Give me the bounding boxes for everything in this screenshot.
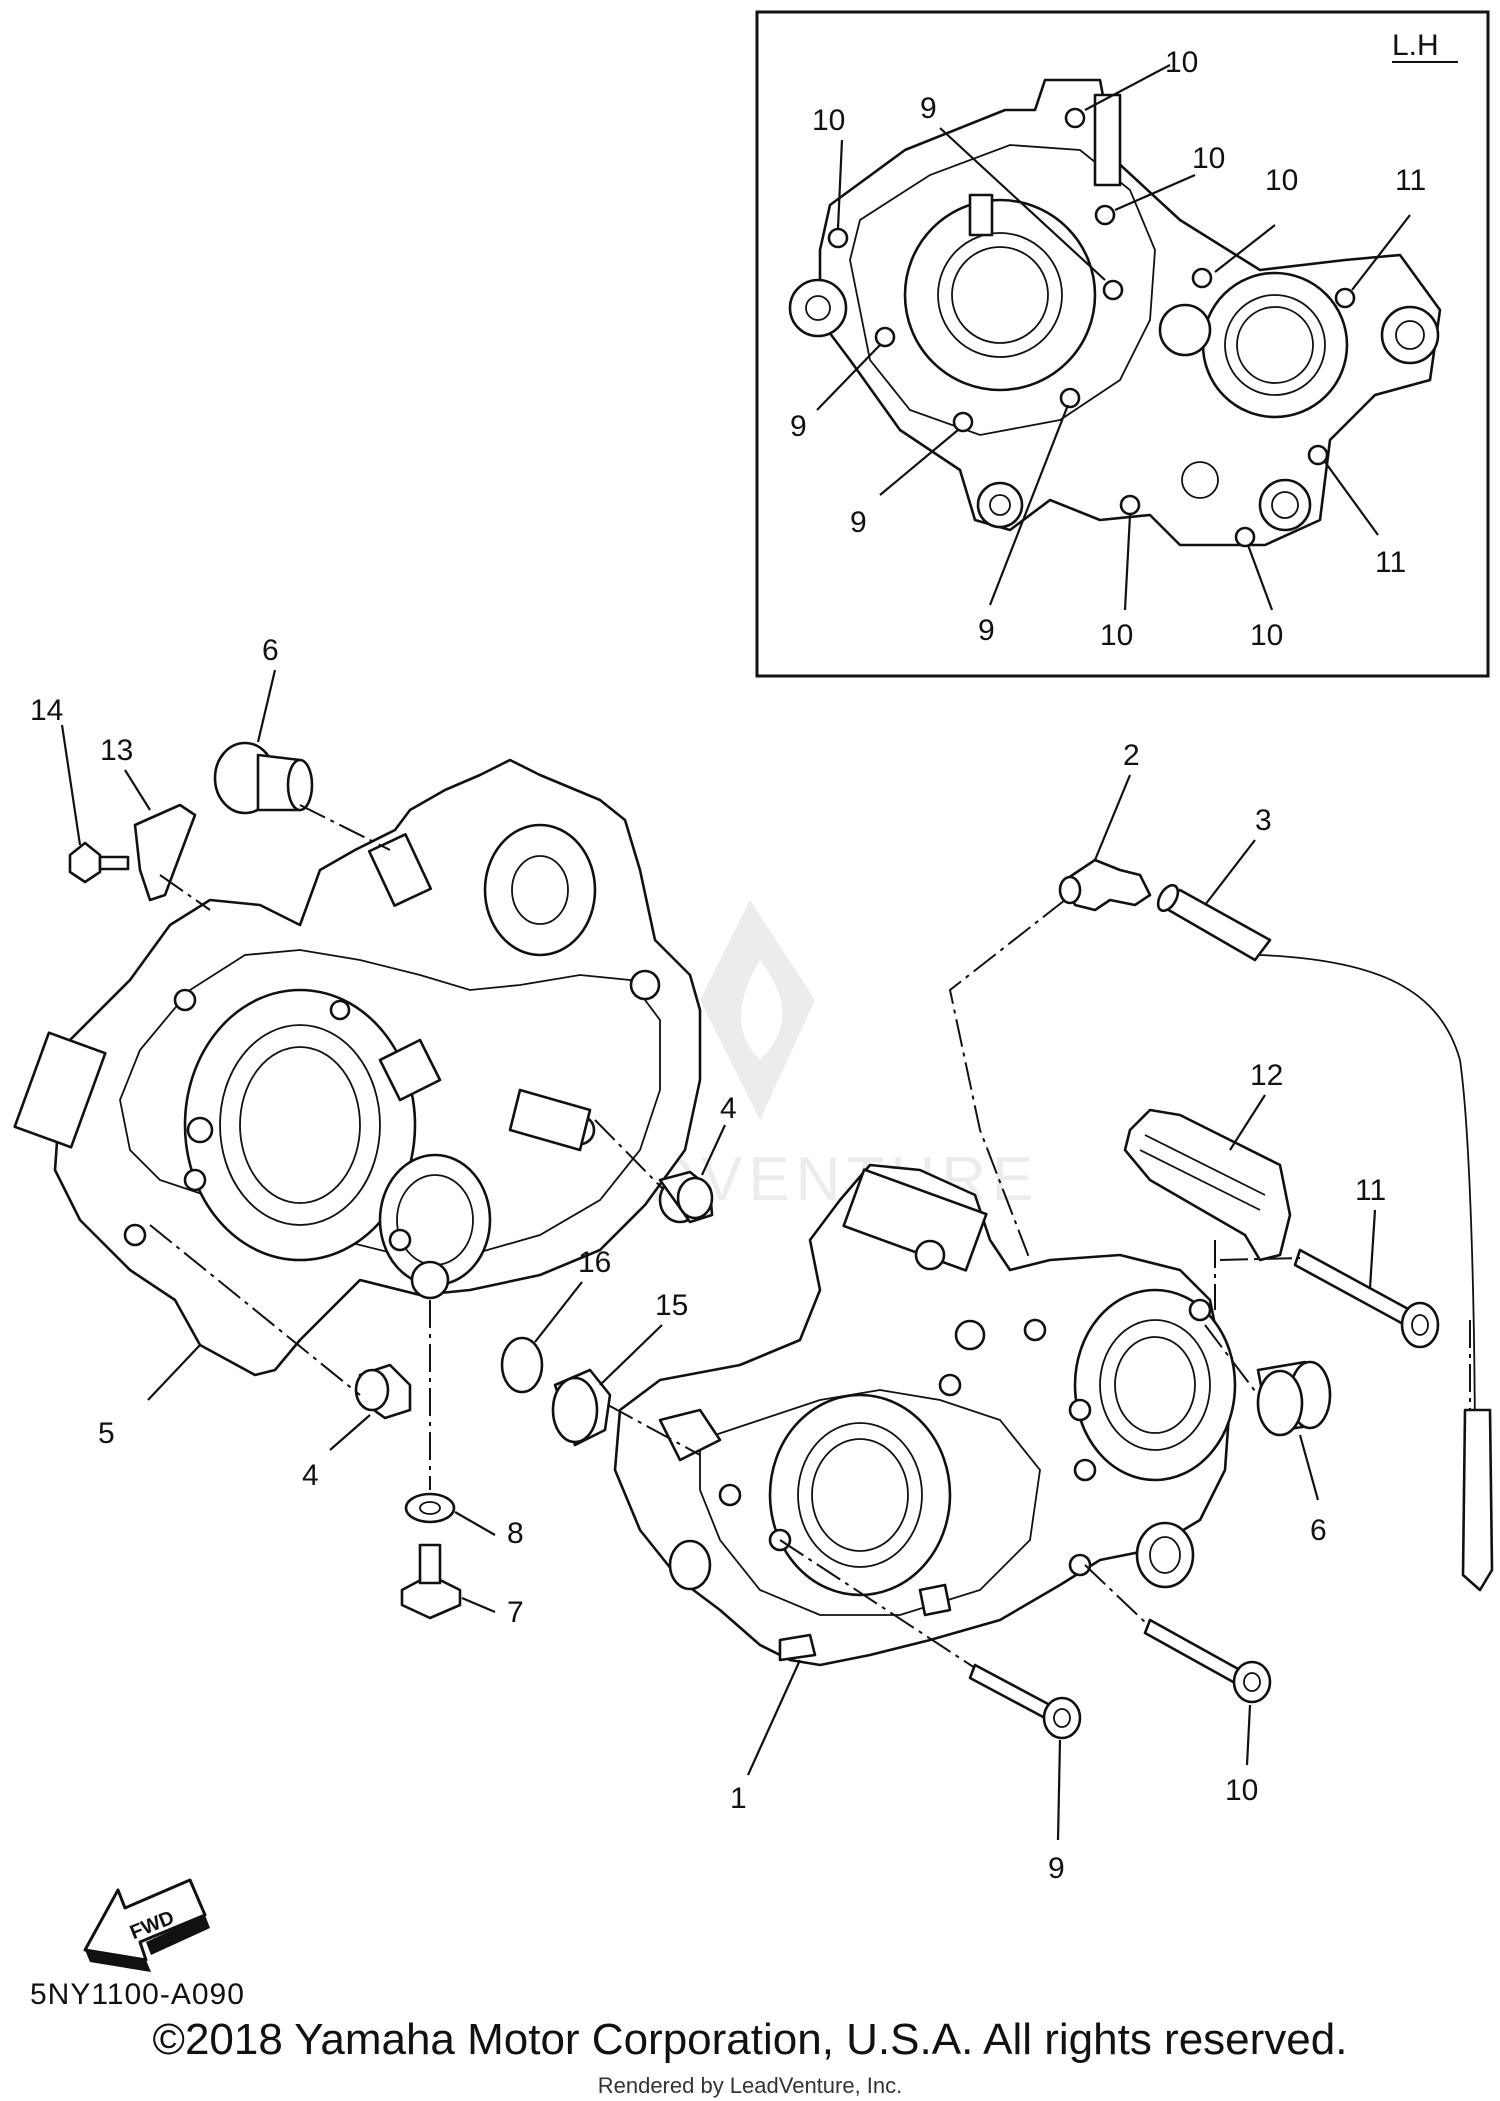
bearing-6-right: [1256, 1360, 1332, 1437]
diagram-code: 5NY1100-A090: [30, 1978, 245, 2011]
inset-callout-9: 9: [920, 92, 937, 125]
callout-2: 2: [1123, 739, 1140, 772]
callout-6: 6: [262, 634, 279, 667]
inset-callout-10: 10: [1250, 619, 1283, 652]
inset-callout-9: 9: [850, 506, 867, 539]
callout-4: 4: [720, 1092, 737, 1125]
callout-16: 16: [578, 1246, 611, 1279]
copyright-text: ©2018 Yamaha Motor Corporation, U.S.A. A…: [152, 2015, 1348, 2064]
callout-5: 5: [98, 1417, 115, 1450]
callout-12: 12: [1250, 1059, 1283, 1092]
callout-4: 4: [302, 1459, 319, 1492]
dowel-pin-4-upper: [658, 1170, 714, 1224]
inset-callout-10: 10: [1165, 46, 1198, 79]
inset-callout-10: 10: [1265, 164, 1298, 197]
callout-11: 11: [1355, 1174, 1386, 1207]
callout-3: 3: [1255, 804, 1272, 837]
callout-8: 8: [507, 1517, 524, 1550]
watermark-logo: [700, 900, 815, 1120]
bolt-9: [968, 1663, 1082, 1740]
elbow-fitting-2: [1058, 858, 1152, 912]
inset-lh-view: L.H: [755, 10, 1490, 678]
bolt-10: [1143, 1618, 1272, 1704]
inset-callout-11: 11: [1375, 546, 1406, 579]
inset-callout-10: 10: [812, 104, 845, 137]
rendered-by-text: Rendered by LeadVenture, Inc.: [597, 2073, 903, 2098]
callout-7: 7: [507, 1596, 524, 1629]
callout-15: 15: [655, 1289, 688, 1322]
right-crankcase-half: [613, 1163, 1237, 1667]
inset-callout-10: 10: [1192, 142, 1225, 175]
dowel-pin-4-lower: [354, 1363, 412, 1420]
callout-14: 14: [30, 694, 63, 727]
fwd-arrow-icon: FWD: [83, 1878, 210, 1972]
hose-routing: [1259, 954, 1476, 1500]
callout-9: 9: [1048, 1852, 1065, 1885]
callout-1: 1: [730, 1782, 747, 1815]
left-crankcase-half: [13, 758, 702, 1377]
callout-6: 6: [1310, 1514, 1327, 1547]
drain-bolt-7: [400, 1543, 462, 1620]
hose-end: [1461, 1408, 1494, 1592]
hose-3: [1156, 883, 1272, 962]
inset-callout-9: 9: [978, 614, 995, 647]
callout-10: 10: [1225, 1774, 1258, 1807]
bearing-6-top: [213, 741, 314, 815]
bolt-14: [68, 841, 130, 884]
collar-15: [551, 1368, 612, 1447]
washer-8: [404, 1492, 456, 1524]
inset-callout-11: 11: [1395, 164, 1426, 197]
bolt-11: [1293, 1248, 1440, 1349]
inset-callout-9: 9: [790, 410, 807, 443]
clip-13: [133, 803, 197, 902]
inset-callout-10: 10: [1100, 619, 1133, 652]
o-ring-16: [500, 1336, 544, 1394]
guide-plate-12: [1123, 1108, 1292, 1262]
inset-label: L.H: [1392, 29, 1439, 62]
callout-13: 13: [100, 734, 133, 767]
